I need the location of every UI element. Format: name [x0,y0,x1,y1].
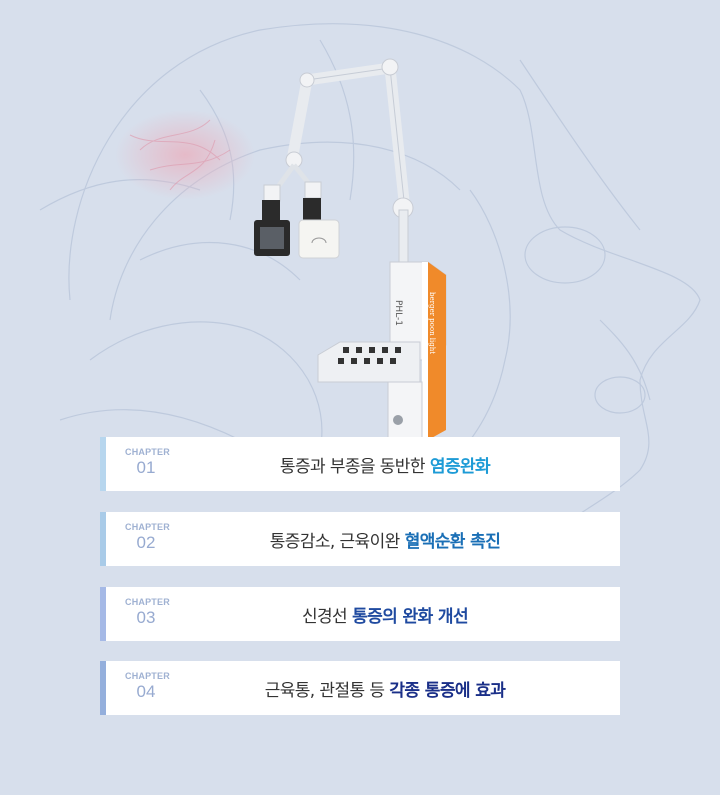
chapter-accent-bar [100,437,106,491]
chapter-tag: CHAPTER 01 [125,447,170,478]
chapter-highlight: 혈액순환 촉진 [404,531,501,552]
chapter-card-4: CHAPTER 04 근육통, 관절통 등 각종 통증에 효과 [100,661,620,715]
chapter-number: 01 [136,458,156,477]
chapter-text: 신경선 [301,606,348,627]
chapter-number: 04 [136,682,156,701]
chapter-text: 통증과 부종을 동반한 [279,456,426,477]
chapter-text: 통증감소, 근육이완 [269,531,401,552]
chapter-label: CHAPTER [125,447,170,457]
chapter-text: 근육통, 관절통 등 [264,680,385,701]
chapter-highlight: 염증완화 [429,456,491,477]
chapter-label: CHAPTER [125,522,170,532]
chapter-label: CHAPTER [125,597,170,607]
device-brand-label: berger poon light [428,292,436,354]
chapter-description: 통증감소, 근육이완 혈액순환 촉진 [170,512,600,566]
chapter-tag: CHAPTER 04 [125,671,170,702]
device-model-label: PHL-1 [393,300,403,326]
chapter-card-2: CHAPTER 02 통증감소, 근육이완 혈액순환 촉진 [100,512,620,566]
chapter-accent-bar [100,661,106,715]
chapter-label: CHAPTER [125,671,170,681]
chapter-description: 신경선 통증의 완화 개선 [170,587,600,641]
chapter-number: 03 [136,608,156,627]
chapter-tag: CHAPTER 03 [125,597,170,628]
chapter-highlight: 통증의 완화 개선 [352,606,469,627]
chapter-accent-bar [100,512,106,566]
chapter-description: 통증과 부종을 동반한 염증완화 [170,437,600,491]
chapter-tag: CHAPTER 02 [125,522,170,553]
chapter-card-1: CHAPTER 01 통증과 부종을 동반한 염증완화 [100,437,620,491]
chapter-accent-bar [100,587,106,641]
chapter-highlight: 각종 통증에 효과 [389,680,506,701]
chapter-card-3: CHAPTER 03 신경선 통증의 완화 개선 [100,587,620,641]
chapter-description: 근육통, 관절통 등 각종 통증에 효과 [170,661,600,715]
chapter-number: 02 [136,533,156,552]
